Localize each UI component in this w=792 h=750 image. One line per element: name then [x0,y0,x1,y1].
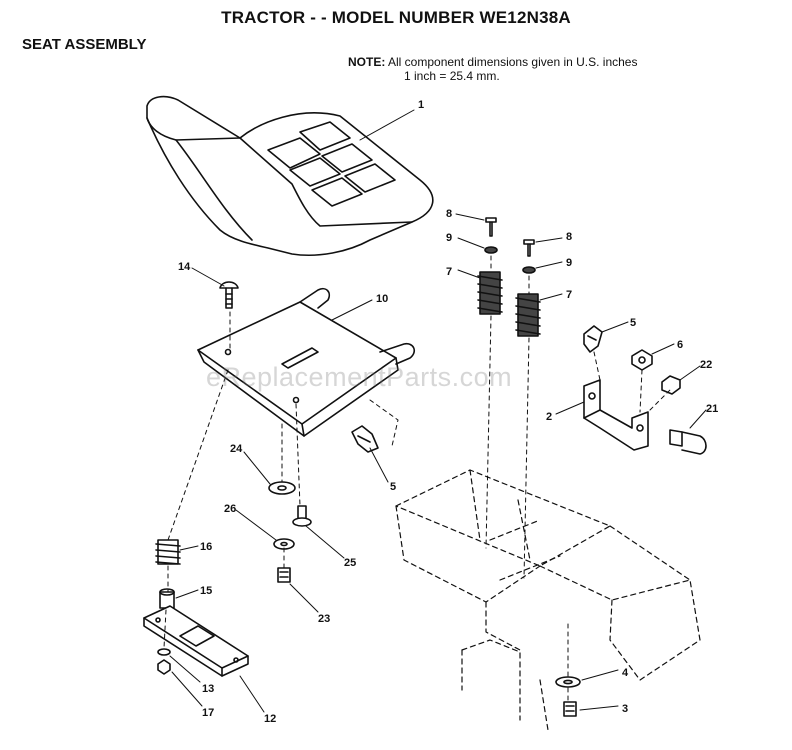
assembly-lines [163,255,671,703]
watermark-text: eReplacementParts.com [206,362,513,392]
callout-4: 4 [622,667,629,679]
part-callouts: 1 10 14 8 9 7 8 9 7 5 6 22 2 21 5 24 26 … [178,99,718,725]
callout-21: 21 [706,403,718,415]
callout-26: 26 [224,503,236,515]
callout-25: 25 [344,557,356,569]
washer-part-9-right [522,266,536,274]
shoulder-bolt-part-25 [292,505,312,527]
leader-lines [169,109,707,713]
units-note: NOTE: All component dimensions given in … [348,55,637,83]
bolt-part-23 [277,567,291,583]
bolt-part-21 [669,429,707,455]
screw-part-8-right [523,239,535,257]
washer-part-9-left [484,246,498,254]
nut-part-22 [661,375,681,395]
washer-part-13 [157,648,171,656]
callout-10: 10 [376,293,388,305]
seat-part-1 [146,95,434,257]
tractor-frame-outline [395,469,701,731]
callout-16: 16 [200,541,212,553]
callout-2: 2 [546,411,552,423]
callout-9-right: 9 [566,257,572,269]
callout-8-left: 8 [446,208,452,220]
callout-7-right: 7 [566,289,572,301]
carriage-bolt-part-14 [219,281,239,309]
callout-1: 1 [418,99,424,111]
screw-part-8-left [485,217,497,237]
callout-9-left: 9 [446,232,452,244]
callout-12: 12 [264,713,276,725]
callout-24: 24 [230,443,243,455]
assembly-name: SEAT ASSEMBLY [22,36,147,53]
callout-6: 6 [677,339,683,351]
clip-part-5-upper [583,325,603,353]
note-label: NOTE: [348,55,386,69]
spacer-part-15 [159,588,175,609]
mounting-bracket-part-12 [143,605,249,677]
callout-15: 15 [200,585,212,597]
note-line-2: 1 inch = 25.4 mm. [404,69,500,83]
bolt-part-3 [563,701,577,717]
callout-5-upper: 5 [630,317,636,329]
callout-14: 14 [178,261,191,273]
diagram-title: TRACTOR - - MODEL NUMBER WE12N38A [221,8,571,27]
callout-22: 22 [700,359,712,371]
washer-part-4 [555,676,581,688]
spring-part-7-left [477,271,503,315]
callout-5-lower: 5 [390,481,396,493]
callout-17: 17 [202,707,214,719]
spring-part-16 [155,539,181,565]
callout-3: 3 [622,703,628,715]
callout-23: 23 [318,613,330,625]
callout-7-left: 7 [446,266,452,278]
spring-part-7-right [515,293,541,337]
nut-part-6 [631,349,653,371]
clip-part-5-lower [351,425,379,453]
note-line-1: All component dimensions given in U.S. i… [388,55,638,69]
callout-13: 13 [202,683,214,695]
seat-pan-part-10 [197,287,416,437]
washer-part-24 [268,481,296,495]
nut-part-17 [157,659,171,675]
bracket-part-2 [583,379,649,451]
callout-8-right: 8 [566,231,572,243]
